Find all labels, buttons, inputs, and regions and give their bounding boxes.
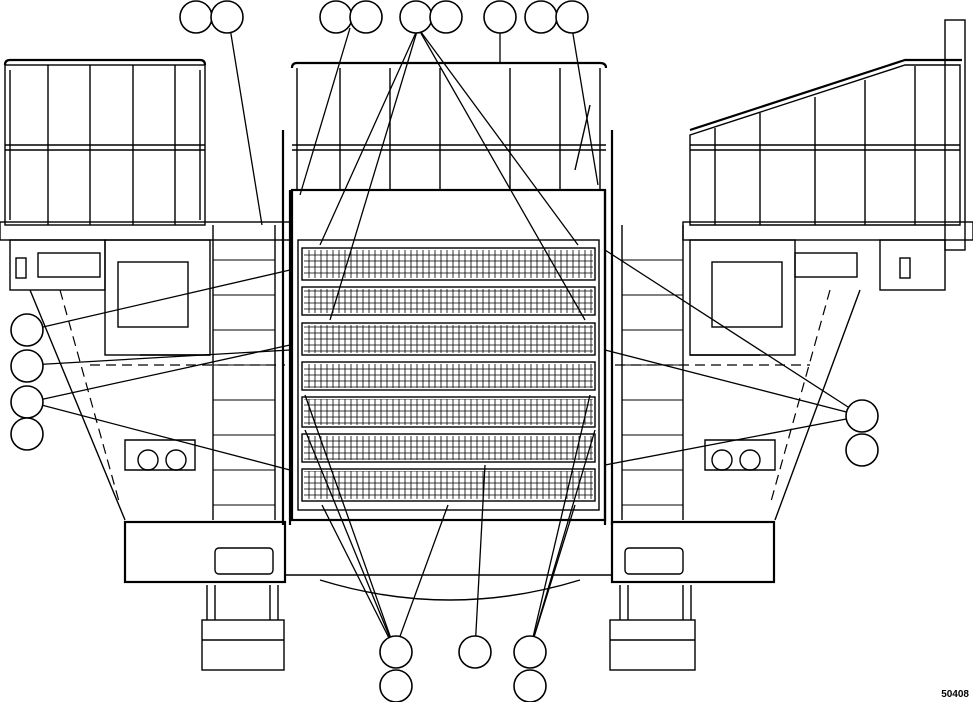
callout-circle (210, 0, 244, 34)
callout-circles (10, 0, 879, 702)
radiator-grille (290, 188, 607, 522)
callout-circle (458, 635, 492, 669)
leader-lines (29, 27, 863, 651)
callout-circle (399, 0, 433, 34)
right-lower-panel (704, 439, 776, 471)
callout-circle (555, 0, 589, 34)
left-bottom-step (201, 585, 285, 671)
callout-circle (513, 635, 547, 669)
callout-circle (483, 0, 517, 34)
figure-id-label: 50408 (941, 689, 969, 700)
right-bottom-step (609, 585, 696, 671)
left-ladder (212, 130, 292, 525)
right-platform-handrail (682, 19, 973, 251)
callout-circle (10, 385, 44, 419)
right-upper-frame (615, 239, 946, 521)
center-top-handrail (290, 61, 608, 190)
callout-circle (10, 417, 44, 451)
left-platform-handrail (0, 58, 291, 241)
callout-circle (379, 635, 413, 669)
callout-circle (10, 349, 44, 383)
callout-circle (179, 0, 213, 34)
grille-slats (301, 247, 596, 502)
callout-circle (319, 0, 353, 34)
callout-circle (10, 313, 44, 347)
front-bumper (123, 520, 776, 601)
left-upper-frame (9, 239, 285, 521)
left-lower-panel (124, 439, 196, 471)
callout-circle (845, 433, 879, 467)
callout-circle (429, 0, 463, 34)
callout-circle (379, 669, 413, 702)
callout-circle (513, 669, 547, 702)
callout-circle (845, 399, 879, 433)
callout-circle (524, 0, 558, 34)
callout-circle (349, 0, 383, 34)
right-ladder (603, 130, 684, 525)
